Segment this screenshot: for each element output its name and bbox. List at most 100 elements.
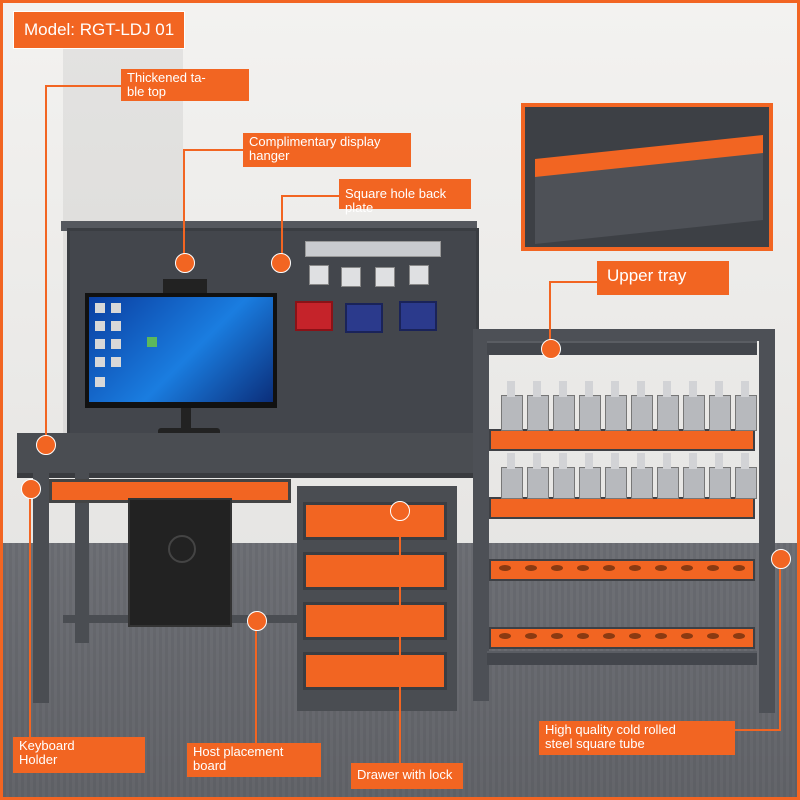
hanger-hook xyxy=(375,267,395,287)
tool-holder-shank xyxy=(507,381,515,397)
hanger-hook xyxy=(341,267,361,287)
tool-holder-shank xyxy=(611,453,619,469)
label-steel-tube: High quality cold rolled steel square tu… xyxy=(539,721,735,755)
tool-holder xyxy=(527,395,549,431)
callout-line xyxy=(29,489,31,739)
callout-dot xyxy=(247,611,267,631)
tool-slot xyxy=(603,633,615,639)
drawer xyxy=(303,602,447,640)
tool-holder xyxy=(501,395,523,431)
tool-holder-shank xyxy=(741,381,749,397)
tool-holder-shank xyxy=(689,453,697,469)
desktop-icon xyxy=(147,337,157,347)
detail-frame xyxy=(525,107,769,247)
tool-slot xyxy=(681,633,693,639)
tool-holder xyxy=(735,395,757,431)
callout-line xyxy=(183,149,185,261)
rack-post xyxy=(759,333,775,713)
desktop-icon xyxy=(111,321,121,331)
tool-holder xyxy=(605,467,627,499)
tool-slot xyxy=(603,565,615,571)
callout-dot xyxy=(390,501,410,521)
tool-holder-shank xyxy=(585,453,593,469)
label-keyboard-holder: Keyboard Holder xyxy=(13,737,145,773)
monitor-stand xyxy=(181,408,191,430)
tool-holder xyxy=(683,467,705,499)
tool-slot xyxy=(577,633,589,639)
tool-holder-shank xyxy=(507,453,515,469)
upper-tray xyxy=(473,329,775,341)
rack-shelf xyxy=(487,341,757,355)
tool-holder xyxy=(631,467,653,499)
desktop-icon xyxy=(111,339,121,349)
tool-holder-shank xyxy=(559,381,567,397)
tool-slot xyxy=(525,565,537,571)
tool-slot xyxy=(681,565,693,571)
pc-tower-icon xyxy=(128,498,232,627)
tool-holder-shank xyxy=(663,381,671,397)
callout-line xyxy=(45,85,123,87)
monitor-icon xyxy=(85,293,277,408)
callout-line xyxy=(281,195,339,197)
tool-holder-shank xyxy=(715,453,723,469)
tool-holder-shank xyxy=(611,381,619,397)
desktop-icon xyxy=(95,303,105,313)
tool-slot xyxy=(629,633,641,639)
hanger-hook xyxy=(409,265,429,285)
tool-holder-shank xyxy=(559,453,567,469)
tool-holder xyxy=(605,395,627,431)
monitor-screen xyxy=(89,297,273,402)
tool-holder xyxy=(553,395,575,431)
tool-holder xyxy=(709,395,731,431)
callout-line xyxy=(255,621,257,745)
label-host-board: Host placement board xyxy=(187,743,321,777)
camera-icon xyxy=(163,279,207,293)
tool-slot xyxy=(629,565,641,571)
tool-slot xyxy=(733,633,745,639)
tool-slot xyxy=(707,565,719,571)
label-upper-tray: Upper tray xyxy=(597,261,729,295)
table-leg xyxy=(75,473,89,643)
hanger-rail xyxy=(305,241,441,257)
table-leg xyxy=(33,473,49,703)
tool-slot xyxy=(655,633,667,639)
tool-slot xyxy=(733,565,745,571)
callout-dot xyxy=(541,339,561,359)
callout-dot xyxy=(36,435,56,455)
fan-icon xyxy=(168,535,196,563)
tool-holder xyxy=(501,467,523,499)
drawer-cabinet xyxy=(297,486,457,711)
tool-slot xyxy=(551,633,563,639)
tool-holder xyxy=(735,467,757,499)
desktop-icon xyxy=(111,357,121,367)
tool-holder-shank xyxy=(533,381,541,397)
drawer xyxy=(303,552,447,590)
drawer xyxy=(303,502,447,540)
tool-slot xyxy=(655,565,667,571)
callout-dot xyxy=(21,479,41,499)
tool-holder-shank xyxy=(637,453,645,469)
tool-holder-shank xyxy=(689,381,697,397)
tool-holder-shank xyxy=(663,453,671,469)
tool-holder-shank xyxy=(637,381,645,397)
label-thickened-tabletop: Thickened ta- ble top xyxy=(121,69,249,101)
rack-post xyxy=(473,331,489,701)
label-drawer-lock: Drawer with lock xyxy=(351,763,463,789)
tool-holder-shank xyxy=(741,453,749,469)
tool-slot xyxy=(707,633,719,639)
tool-holder xyxy=(553,467,575,499)
desktop-icon xyxy=(111,303,121,313)
tool-slot xyxy=(525,633,537,639)
tool-holder xyxy=(709,467,731,499)
tool-slot xyxy=(577,565,589,571)
storage-bin xyxy=(345,303,383,333)
tool-shelf xyxy=(489,559,755,581)
model-title: Model: RGT-LDJ 01 xyxy=(13,11,186,49)
storage-bin xyxy=(399,301,437,331)
drawer xyxy=(303,652,447,690)
tool-holder-shank xyxy=(585,381,593,397)
callout-line xyxy=(399,511,401,765)
tool-holder xyxy=(579,467,601,499)
desktop-icon xyxy=(95,339,105,349)
